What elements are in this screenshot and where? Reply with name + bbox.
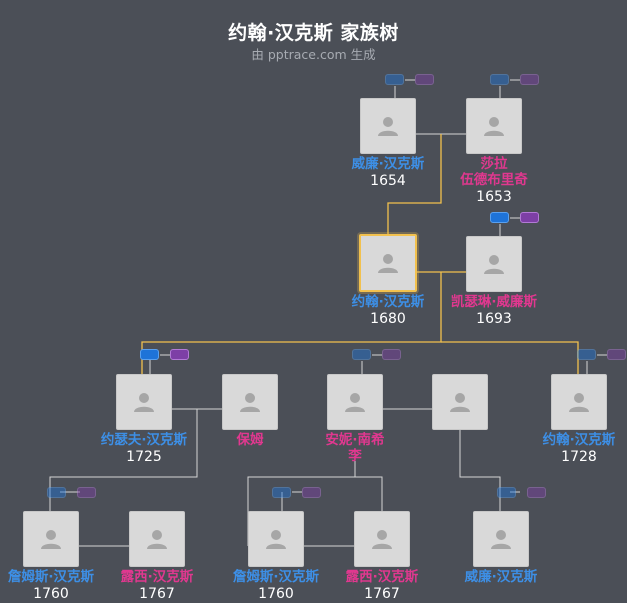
person-card-catherine-1693[interactable] bbox=[466, 236, 522, 292]
person-name: 露西·汉克斯 bbox=[120, 569, 194, 585]
person-silhouette-icon bbox=[41, 530, 61, 549]
person-silhouette-icon bbox=[345, 393, 365, 412]
person-silhouette-icon bbox=[491, 530, 511, 549]
person-card-nanny[interactable] bbox=[222, 374, 278, 430]
purple-toggle-icon[interactable] bbox=[607, 349, 626, 360]
person-card-john-1680[interactable] bbox=[359, 234, 417, 292]
person-card-joseph-1725[interactable] bbox=[116, 374, 172, 430]
blue-toggle-icon[interactable] bbox=[497, 487, 516, 498]
person-year: 1728 bbox=[561, 449, 597, 465]
blue-toggle-icon[interactable] bbox=[140, 349, 159, 360]
person-silhouette-icon bbox=[569, 393, 589, 412]
person-name: 詹姆斯·汉克斯 bbox=[232, 569, 320, 585]
person-year: 1654 bbox=[370, 173, 406, 189]
blue-toggle-icon[interactable] bbox=[385, 74, 404, 85]
person-silhouette-icon bbox=[378, 254, 398, 273]
person-name: 约翰·汉克斯 bbox=[542, 432, 616, 448]
person-silhouette-icon bbox=[450, 393, 470, 412]
purple-toggle-icon[interactable] bbox=[415, 74, 434, 85]
person-year: 1760 bbox=[33, 586, 69, 602]
purple-toggle-icon[interactable] bbox=[520, 212, 539, 223]
blue-toggle-icon[interactable] bbox=[577, 349, 596, 360]
person-year: 1767 bbox=[364, 586, 400, 602]
person-card-sarah-1653[interactable] bbox=[466, 98, 522, 154]
blue-toggle-icon[interactable] bbox=[352, 349, 371, 360]
person-card-lucy-1767b[interactable] bbox=[354, 511, 410, 567]
person-silhouette-icon bbox=[484, 117, 504, 136]
purple-toggle-icon[interactable] bbox=[382, 349, 401, 360]
person-card-annie[interactable] bbox=[327, 374, 383, 430]
person-silhouette-icon bbox=[266, 530, 286, 549]
person-card-lucy-1767a[interactable] bbox=[129, 511, 185, 567]
person-year: 1767 bbox=[139, 586, 175, 602]
person-silhouette-icon bbox=[378, 117, 398, 136]
person-name: 露西·汉克斯 bbox=[345, 569, 419, 585]
person-year: 1693 bbox=[476, 311, 512, 327]
person-card-james-1760a[interactable] bbox=[23, 511, 79, 567]
person-silhouette-icon bbox=[240, 393, 260, 412]
person-year: 1760 bbox=[258, 586, 294, 602]
person-card-john-1728[interactable] bbox=[551, 374, 607, 430]
page-title: 约翰·汉克斯 家族树 bbox=[228, 22, 399, 44]
person-name: 约翰·汉克斯 bbox=[351, 294, 425, 310]
purple-toggle-icon[interactable] bbox=[527, 487, 546, 498]
blue-toggle-icon[interactable] bbox=[490, 74, 509, 85]
purple-toggle-icon[interactable] bbox=[302, 487, 321, 498]
person-name: 安妮·南希 李 bbox=[325, 432, 385, 464]
page-subtitle: 由 pptrace.com 生成 bbox=[251, 47, 376, 62]
person-year: 1725 bbox=[126, 449, 162, 465]
person-silhouette-icon bbox=[372, 530, 392, 549]
person-year: 1653 bbox=[476, 189, 512, 205]
person-card-william-1654[interactable] bbox=[360, 98, 416, 154]
person-silhouette-icon bbox=[147, 530, 167, 549]
person-name: 威廉·汉克斯 bbox=[351, 156, 425, 172]
person-name: 保姆 bbox=[236, 432, 264, 448]
blue-toggle-icon[interactable] bbox=[47, 487, 66, 498]
purple-toggle-icon[interactable] bbox=[77, 487, 96, 498]
blue-toggle-icon[interactable] bbox=[272, 487, 291, 498]
person-card-james-1760b[interactable] bbox=[248, 511, 304, 567]
blue-toggle-icon[interactable] bbox=[490, 212, 509, 223]
person-name: 莎拉 伍德布里奇 bbox=[460, 156, 528, 188]
person-silhouette-icon bbox=[484, 255, 504, 274]
person-year: 1680 bbox=[370, 311, 406, 327]
lineage-line bbox=[387, 134, 442, 236]
person-card-unknown[interactable] bbox=[432, 374, 488, 430]
person-name: 约瑟夫·汉克斯 bbox=[100, 432, 188, 448]
person-card-william-gc[interactable] bbox=[473, 511, 529, 567]
purple-toggle-icon[interactable] bbox=[520, 74, 539, 85]
person-name: 凯瑟琳·威廉斯 bbox=[450, 294, 538, 310]
person-name: 詹姆斯·汉克斯 bbox=[7, 569, 95, 585]
purple-toggle-icon[interactable] bbox=[170, 349, 189, 360]
person-name: 威廉·汉克斯 bbox=[464, 569, 538, 585]
person-silhouette-icon bbox=[134, 393, 154, 412]
